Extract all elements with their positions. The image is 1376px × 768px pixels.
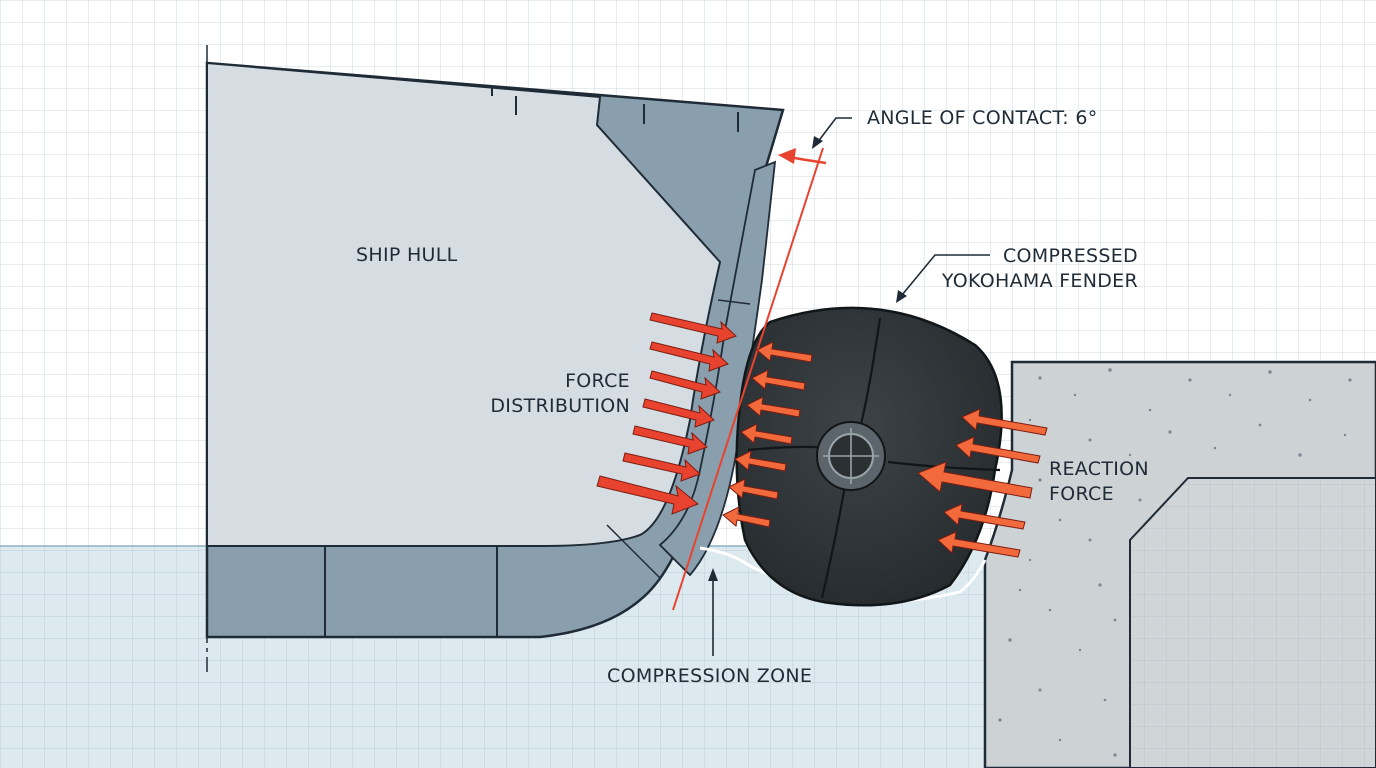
compression-zone-label: COMPRESSION ZONE <box>607 665 812 687</box>
fender-label-line1: COMPRESSED <box>1003 245 1138 267</box>
leader-lines <box>712 254 990 656</box>
angle-indicator <box>778 117 852 165</box>
concrete-texture <box>998 368 1352 757</box>
reaction-force-label-line2: FORCE <box>1049 483 1114 505</box>
ship-hull-label: SHIP HULL <box>356 244 458 266</box>
angle-of-contact-label: ANGLE OF CONTACT: 6° <box>867 107 1098 129</box>
force-distribution-label-line2: DISTRIBUTION <box>490 395 630 417</box>
compression-leader-arrowhead <box>708 568 718 581</box>
reaction-force-arrows <box>917 408 1048 558</box>
force-distribution-label-line1: FORCE <box>565 370 630 392</box>
fender-label-line2: YOKOHAMA FENDER <box>941 270 1138 292</box>
reaction-force-label-line1: REACTION <box>1049 458 1149 480</box>
contact-plane-line <box>672 147 824 611</box>
force-distribution-arrows <box>596 312 737 515</box>
fender-force-arrows <box>722 341 813 528</box>
fender-leader-arrowhead <box>896 290 907 303</box>
quay-wall <box>983 360 1376 768</box>
